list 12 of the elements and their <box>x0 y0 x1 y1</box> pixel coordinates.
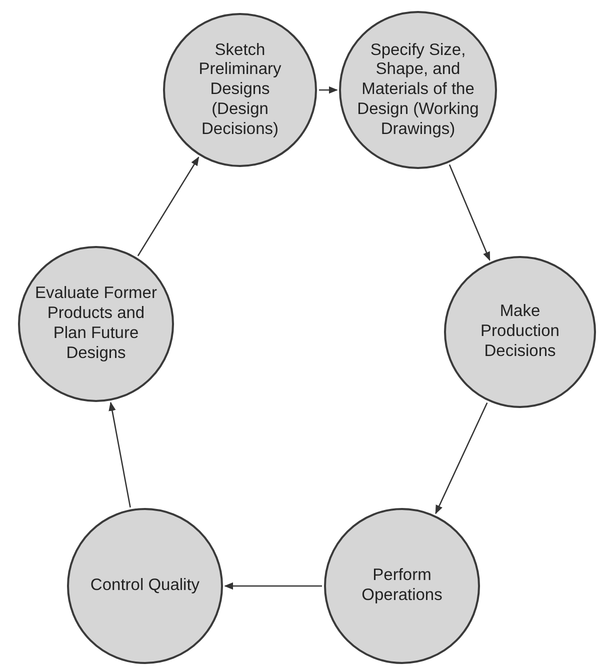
arrow <box>435 402 488 514</box>
step-text: Make Production Decisions <box>480 302 560 362</box>
step-text: Sketch Preliminary Designs (Design Decisions) <box>198 40 282 140</box>
step-text: Specify Size, Shape, and Materials of the Design (Working Drawings) <box>356 40 480 140</box>
arrow <box>448 164 490 261</box>
arrow <box>137 156 200 256</box>
step-text: Perform Operations <box>360 566 444 606</box>
arrow <box>224 582 322 590</box>
arrow <box>108 402 131 508</box>
step-text: Control Quality <box>90 576 200 596</box>
step-text: Evaluate Former Products and Plan Future Designs <box>34 284 158 364</box>
arrow <box>319 86 338 94</box>
